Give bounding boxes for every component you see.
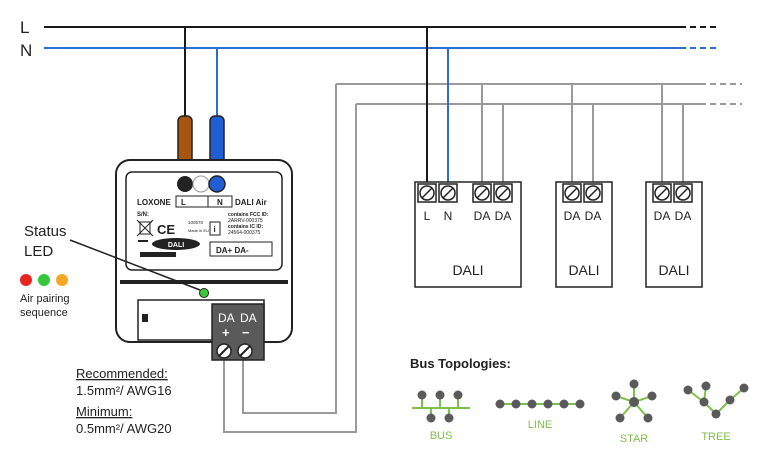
star-topology-icon [611, 379, 657, 423]
d3-name: DALI [658, 262, 689, 278]
d1-name: DALI [452, 262, 483, 278]
device-code: 100570 [188, 220, 204, 225]
d3-terminal-da2: DA [675, 209, 692, 223]
line-n-label: N [20, 41, 32, 60]
topology-line-label: LINE [528, 419, 552, 431]
svg-text:i: i [214, 225, 216, 234]
d1-terminal-da1: DA [474, 209, 491, 223]
status-led-title-2: LED [24, 243, 53, 260]
line-topology-icon [495, 399, 585, 409]
dali-logo-text: DALI [168, 242, 184, 249]
line-l-label: L [20, 18, 29, 37]
connector-plus: + [222, 325, 230, 340]
dali-air-device: LOXONE L N DALI Air S/N: contains FCC ID… [115, 159, 293, 343]
bus-feed-minus [223, 104, 357, 433]
fcc-id: 2ARRV-000375 [228, 218, 263, 224]
d1-terminal-l: L [424, 209, 431, 223]
topology-star-label: STAR [620, 433, 649, 445]
topologies-title: Bus Topologies: [410, 356, 511, 371]
weee-bin-icon [136, 219, 154, 237]
status-led-title-1: Status [24, 223, 67, 240]
dali-driver-2: DA DA DALI [555, 181, 613, 288]
d1-terminal-n: N [444, 209, 453, 223]
device-brand: LOXONE [137, 198, 171, 207]
connector-minus: − [242, 325, 250, 340]
status-led-light [199, 288, 209, 298]
minimum-label: Minimum: [76, 404, 132, 419]
pairing-line1: Air pairing [20, 293, 70, 305]
pairing-red-dot [20, 274, 32, 286]
terminal-l-label: L [181, 198, 186, 207]
connector-da1-label: DA [218, 311, 235, 325]
pairing-green-dot [38, 274, 50, 286]
white-lead-end [192, 175, 210, 193]
topology-bus-label: BUS [430, 430, 453, 442]
terminal-n-label: N [217, 198, 223, 207]
ic-id: 24564-000375 [228, 230, 260, 236]
recommended-value: 1.5mm²/ AWG16 [76, 383, 172, 398]
n-lead-end [208, 175, 226, 193]
l-lead-end [177, 176, 193, 192]
status-led-leader [69, 239, 201, 291]
d2-terminal-da1: DA [564, 209, 581, 223]
bus-topology-icon [412, 390, 470, 423]
d2-terminal-da2: DA [585, 209, 602, 223]
manual-book-icon: i [209, 221, 221, 236]
d1-terminal-da2: DA [495, 209, 512, 223]
d2-name: DALI [568, 262, 599, 278]
recommended-label: Recommended: [76, 366, 168, 381]
ic-label: contains IC ID: [228, 224, 263, 230]
fcc-label: contains FCC ID: [228, 212, 269, 218]
pairing-line2: sequence [20, 307, 68, 319]
dali-driver-1: L N DA DA DALI [414, 181, 522, 288]
minimum-value: 0.5mm²/ AWG20 [76, 421, 172, 436]
device-model: DALI Air [235, 198, 267, 207]
da-connector: DA DA + − [211, 303, 265, 361]
topology-tree-label: TREE [701, 431, 730, 443]
connector-da2-label: DA [240, 311, 257, 325]
bus-feed-plus [242, 84, 337, 414]
sn-label: S/N: [137, 212, 149, 218]
d3-terminal-da1: DA [654, 209, 671, 223]
ce-mark-icon: CE [157, 222, 175, 237]
pairing-orange-dot [56, 274, 68, 286]
made-in: Made in EU [188, 228, 209, 233]
dali-logo-icon [152, 238, 200, 250]
tree-topology-icon [683, 381, 749, 419]
da-terminals-label: DA+ DA- [216, 246, 249, 255]
dali-driver-3: DA DA DALI [645, 181, 703, 288]
